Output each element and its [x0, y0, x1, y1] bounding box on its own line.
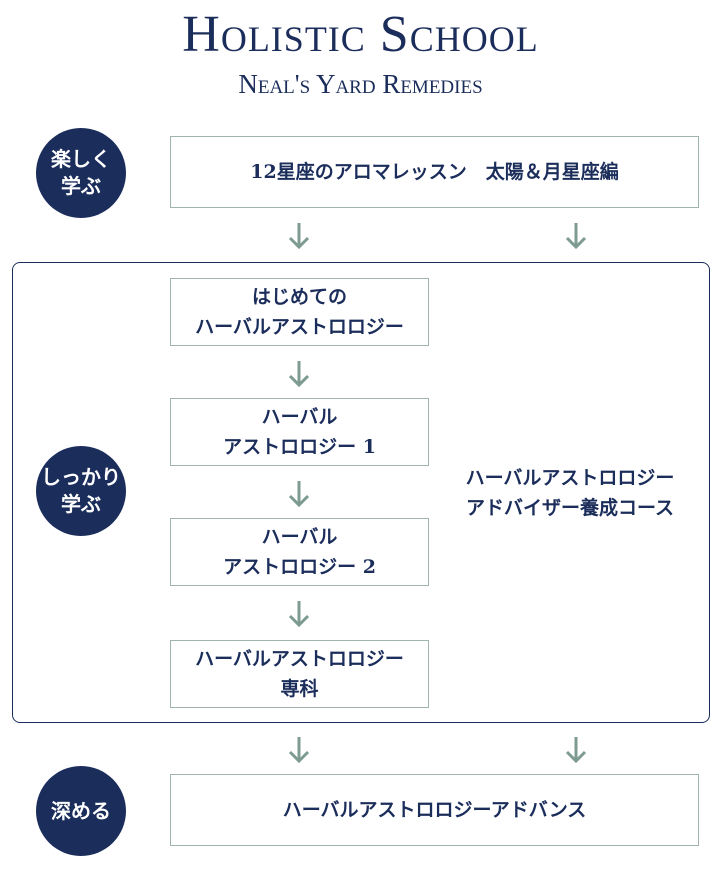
arrow-down-icon [288, 223, 310, 250]
course-level1-line-2: アストロロジー 1 [223, 436, 376, 458]
course-first-box[interactable]: はじめての ハーバルアストロロジー [170, 278, 429, 346]
thorough-study-panel [12, 262, 710, 723]
course-top-label: 12星座のアロマレッスン 太陽＆月星座編 [250, 161, 619, 183]
arrow-down-icon [288, 481, 310, 508]
course-level1-line-1: ハーバル [261, 406, 338, 428]
stage-enjoy-line-2: 学ぶ [61, 174, 101, 198]
arrow-down-icon [288, 737, 310, 764]
arrow-down-icon [565, 737, 587, 764]
stage-enjoy-badge: 楽しく 学ぶ [36, 128, 126, 218]
arrow-down-icon [288, 601, 310, 628]
course-specialist-line-2: 専科 [280, 678, 319, 700]
course-level2-line-1: ハーバル [261, 526, 338, 548]
brand-subtitle: Neal's Yard Remedies [238, 69, 483, 99]
course-first-line-1: はじめての [251, 286, 347, 308]
stage-deepen-line-1: 深める [51, 798, 111, 823]
stage-enjoy-line-1: 楽しく [51, 147, 111, 171]
stage-thorough-badge: しっかり 学ぶ [36, 446, 126, 536]
course-level2-box[interactable]: ハーバル アストロロジー 2 [170, 518, 429, 586]
stage-thorough-line-2: 学ぶ [61, 492, 101, 516]
stage-thorough-line-1: しっかり [41, 465, 121, 489]
course-adviser-line-1: ハーバルアストロロジー [465, 467, 675, 489]
school-title: Holistic School [182, 6, 539, 63]
stage-deepen-badge: 深める [36, 766, 126, 856]
course-top-box[interactable]: 12星座のアロマレッスン 太陽＆月星座編 [170, 136, 699, 208]
course-level1-box[interactable]: ハーバル アストロロジー 1 [170, 398, 429, 466]
course-advance-label: ハーバルアストロロジーアドバンス [282, 799, 587, 821]
course-adviser-label[interactable]: ハーバルアストロロジー アドバイザー養成コース [440, 463, 700, 523]
arrow-down-icon [565, 223, 587, 250]
course-specialist-line-1: ハーバルアストロロジー [195, 648, 404, 670]
course-advance-box[interactable]: ハーバルアストロロジーアドバンス [170, 774, 699, 846]
course-level2-line-2: アストロロジー 2 [223, 556, 376, 578]
course-specialist-box[interactable]: ハーバルアストロロジー 専科 [170, 640, 429, 708]
course-first-line-2: ハーバルアストロロジー [195, 316, 404, 338]
course-adviser-line-2: アドバイザー養成コース [465, 497, 675, 519]
arrow-down-icon [288, 361, 310, 388]
